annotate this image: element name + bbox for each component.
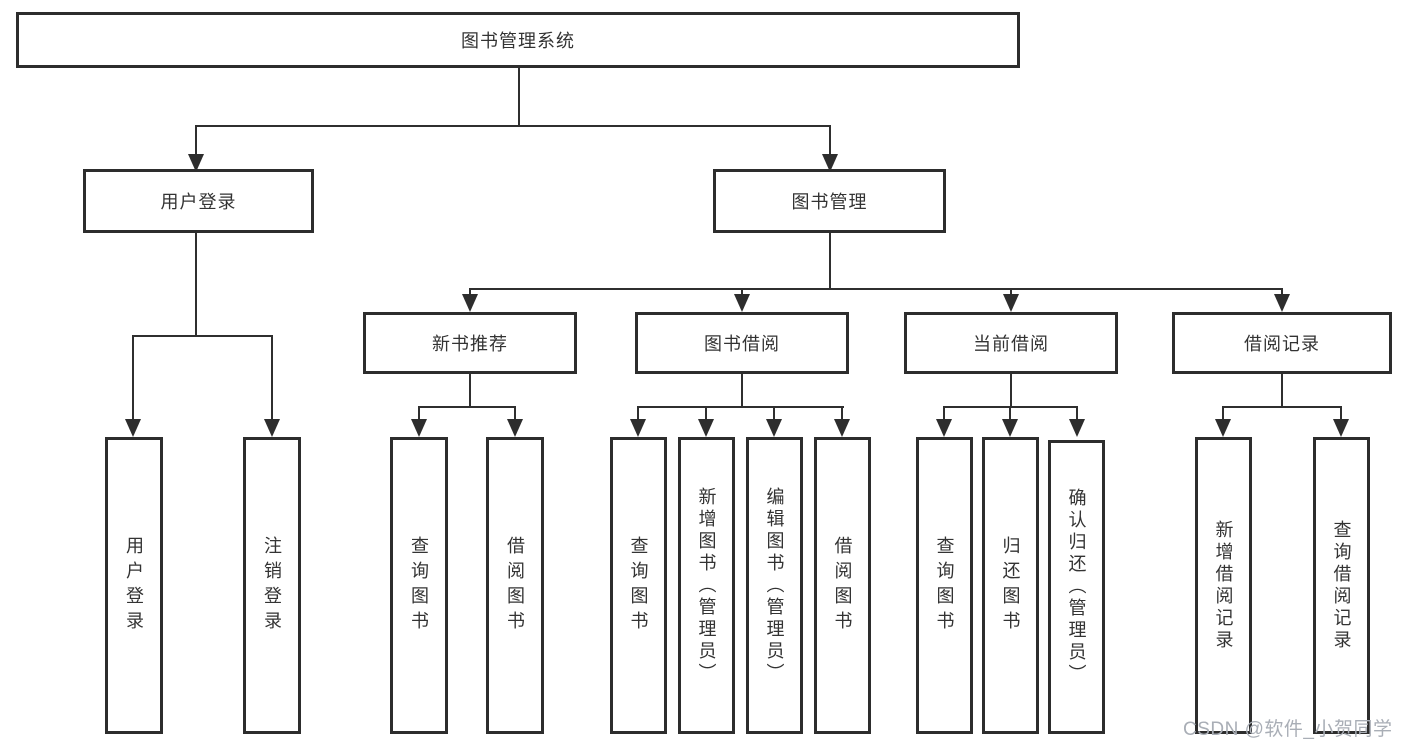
arrow-down-icon — [1215, 419, 1231, 437]
connector-groupD-bus — [1223, 406, 1342, 408]
leaf-add-books-admin: 新增图书（管理员） — [678, 437, 735, 734]
leaf-edit-books-admin: 编辑图书（管理员） — [746, 437, 803, 734]
connector-drop-new-books — [469, 288, 471, 296]
arrow-down-icon — [1003, 294, 1019, 312]
connector-groupC-drop2 — [1009, 406, 1011, 421]
arrow-down-icon — [1002, 419, 1018, 437]
leaf-add-borrow-record: 新增借阅记录 — [1195, 437, 1252, 734]
arrow-down-icon — [630, 419, 646, 437]
arrow-down-icon — [411, 419, 427, 437]
connector-groupC-drop1 — [943, 406, 945, 421]
arrow-down-icon — [1333, 419, 1349, 437]
connector-login-bus — [133, 335, 273, 337]
arrow-down-icon — [188, 154, 204, 172]
arrow-down-icon — [462, 294, 478, 312]
leaf-query-books-A: 查询图书 — [390, 437, 448, 734]
connector-groupA-trunk — [469, 374, 471, 408]
connector-groupB-drop1 — [637, 406, 639, 421]
connector-drop-borrowing — [741, 288, 743, 296]
node-book-management: 图书管理 — [713, 169, 946, 233]
connector-root-trunk — [518, 68, 520, 127]
leaf-return-books: 归还图书 — [982, 437, 1039, 734]
connector-drop-login-child1 — [132, 335, 134, 421]
connector-groupA-drop2 — [514, 406, 516, 421]
connector-groupD-drop2 — [1340, 406, 1342, 421]
node-root: 图书管理系统 — [16, 12, 1020, 68]
node-current-borrowing: 当前借阅 — [904, 312, 1118, 374]
node-root-label: 图书管理系统 — [461, 31, 575, 51]
node-book-borrowing: 图书借阅 — [635, 312, 849, 374]
connector-management-trunk — [829, 233, 831, 290]
arrow-down-icon — [125, 419, 141, 437]
arrow-down-icon — [507, 419, 523, 437]
connector-groupA-bus — [419, 406, 516, 408]
leaf-query-books-C: 查询图书 — [916, 437, 973, 734]
connector-groupB-bus — [638, 406, 844, 408]
connector-groupB-drop2 — [705, 406, 707, 421]
node-user-login-label: 用户登录 — [160, 192, 237, 212]
leaf-borrow-books-B: 借阅图书 — [814, 437, 871, 734]
connector-login-trunk — [195, 233, 197, 337]
connector-groupA-drop1 — [418, 406, 420, 421]
leaf-confirm-return-admin: 确认归还（管理员） — [1048, 440, 1105, 734]
connector-groupC-trunk — [1010, 374, 1012, 408]
node-book-management-label: 图书管理 — [791, 192, 868, 212]
csdn-watermark: CSDN @软件_小贺同学 — [1183, 719, 1393, 740]
node-user-login: 用户登录 — [83, 169, 314, 233]
connector-groupC-bus — [944, 406, 1078, 408]
arrow-down-icon — [264, 419, 280, 437]
connector-groupD-drop1 — [1222, 406, 1224, 421]
node-borrowing-records: 借阅记录 — [1172, 312, 1392, 374]
connector-drop-records — [1281, 288, 1283, 296]
leaf-logout: 注销登录 — [243, 437, 301, 734]
connector-drop-login-child2 — [271, 335, 273, 421]
connector-level3-bus — [469, 288, 1282, 290]
leaf-query-books-B: 查询图书 — [610, 437, 667, 734]
connector-groupD-trunk — [1281, 374, 1283, 408]
arrow-down-icon — [734, 294, 750, 312]
connector-groupC-drop3 — [1076, 406, 1078, 421]
arrow-down-icon — [698, 419, 714, 437]
connector-drop-management — [829, 125, 831, 155]
arrow-down-icon — [766, 419, 782, 437]
arrow-down-icon — [834, 419, 850, 437]
leaf-user-login: 用户登录 — [105, 437, 163, 734]
arrow-down-icon — [822, 154, 838, 172]
connector-level2-bus — [196, 125, 831, 127]
connector-drop-login — [195, 125, 197, 155]
arrow-down-icon — [936, 419, 952, 437]
connector-groupB-trunk — [741, 374, 743, 408]
arrow-down-icon — [1069, 419, 1085, 437]
connector-groupB-drop3 — [773, 406, 775, 421]
connector-groupB-drop4 — [841, 406, 843, 421]
connector-drop-current — [1010, 288, 1012, 296]
arrow-down-icon — [1274, 294, 1290, 312]
node-new-book-recommendation: 新书推荐 — [363, 312, 577, 374]
leaf-borrow-books-A: 借阅图书 — [486, 437, 544, 734]
leaf-query-borrow-record: 查询借阅记录 — [1313, 437, 1370, 734]
